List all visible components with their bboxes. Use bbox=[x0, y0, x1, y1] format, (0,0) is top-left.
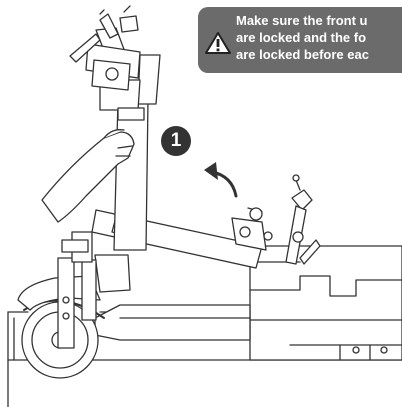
warning-line-1: Make sure the front u bbox=[236, 13, 368, 28]
deck-bolts bbox=[263, 231, 388, 354]
handlebar-head bbox=[69, 5, 141, 91]
warning-line-2: are locked and the fo bbox=[236, 30, 367, 45]
front-fork bbox=[57, 231, 97, 349]
warning-triangle-icon bbox=[205, 32, 231, 54]
curved-arrow-icon bbox=[204, 162, 238, 198]
folded-handlebar bbox=[285, 174, 321, 265]
hand-arm bbox=[41, 129, 135, 223]
step-number-badge: 1 bbox=[161, 126, 191, 156]
scooter-deck bbox=[94, 304, 402, 361]
warning-banner: Make sure the front u are locked and the… bbox=[198, 7, 402, 73]
packing-foam bbox=[249, 245, 402, 361]
warning-line-3: are locked before eac bbox=[236, 47, 369, 62]
